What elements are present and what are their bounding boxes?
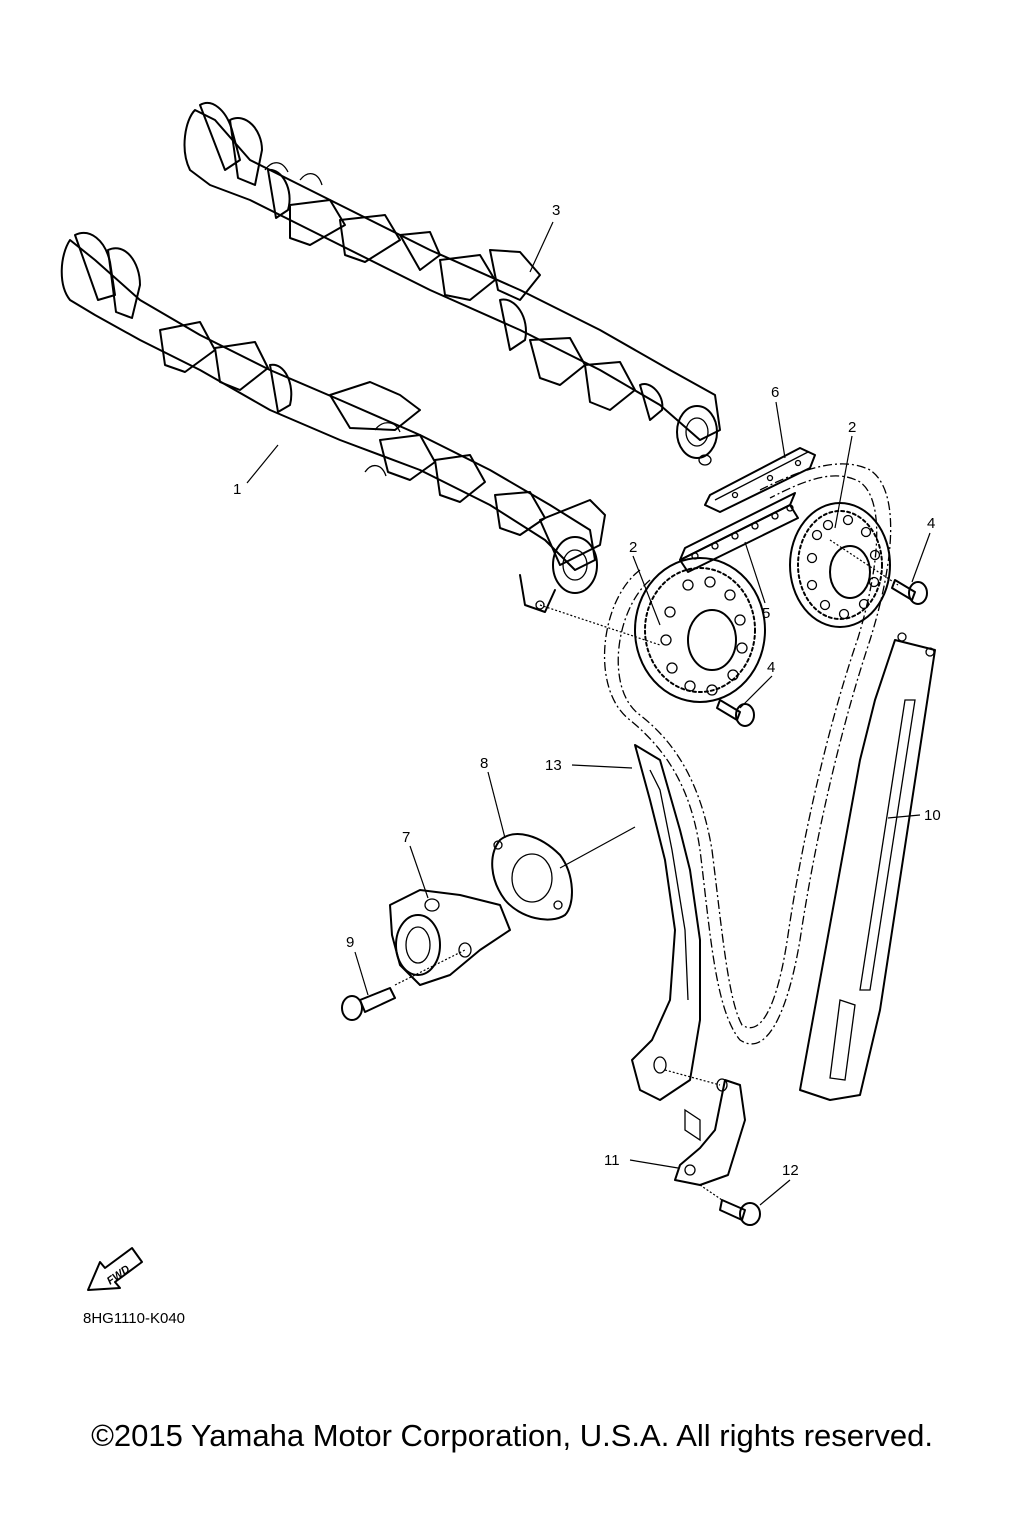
bracket-bolt — [719, 1199, 761, 1226]
callout-labels: 1 2 2 3 4 4 5 6 7 8 9 10 11 12 13 — [233, 202, 941, 1179]
callout-2-right: 2 — [848, 419, 856, 436]
callout-7: 7 — [402, 829, 410, 846]
callout-11: 11 — [604, 1152, 620, 1169]
sprocket-bolt-left — [716, 699, 755, 727]
guide-bracket — [674, 1078, 746, 1186]
callout-4-right: 4 — [927, 515, 935, 532]
forward-direction-arrow: FWD — [87, 1247, 143, 1291]
camshaft-upper — [183, 102, 721, 466]
tensioner-guide — [631, 744, 701, 1101]
chain-guide-right — [799, 632, 936, 1101]
callout-3: 3 — [552, 202, 560, 219]
chain-links — [679, 492, 799, 573]
sprocket-bolt-right — [891, 579, 928, 605]
callout-2-left: 2 — [629, 539, 637, 556]
callout-10: 10 — [924, 807, 941, 824]
fwd-badge-text: FWD — [105, 1263, 132, 1287]
callout-5: 5 — [762, 605, 770, 622]
chain-guide-top — [704, 447, 816, 513]
callout-12: 12 — [782, 1162, 799, 1179]
chain-tensioner — [389, 889, 511, 986]
tensioner-gasket — [491, 833, 573, 921]
camshaft-lower — [60, 232, 606, 613]
diagram-reference-code: 8HG1110-K040 — [83, 1310, 186, 1327]
callout-9: 9 — [346, 934, 354, 951]
copyright-notice: ©2015 Yamaha Motor Corporation, U.S.A. A… — [91, 1418, 933, 1453]
callout-4-left: 4 — [767, 659, 775, 676]
leader-lines — [246, 221, 931, 1206]
tensioner-bolt — [341, 987, 396, 1021]
callout-13: 13 — [545, 757, 562, 774]
callout-6: 6 — [771, 384, 779, 401]
callout-8: 8 — [480, 755, 488, 772]
cam-sprocket-right — [789, 502, 891, 628]
cam-chain — [603, 463, 892, 1045]
cam-sprocket-left — [634, 557, 766, 703]
callout-1: 1 — [233, 481, 241, 498]
